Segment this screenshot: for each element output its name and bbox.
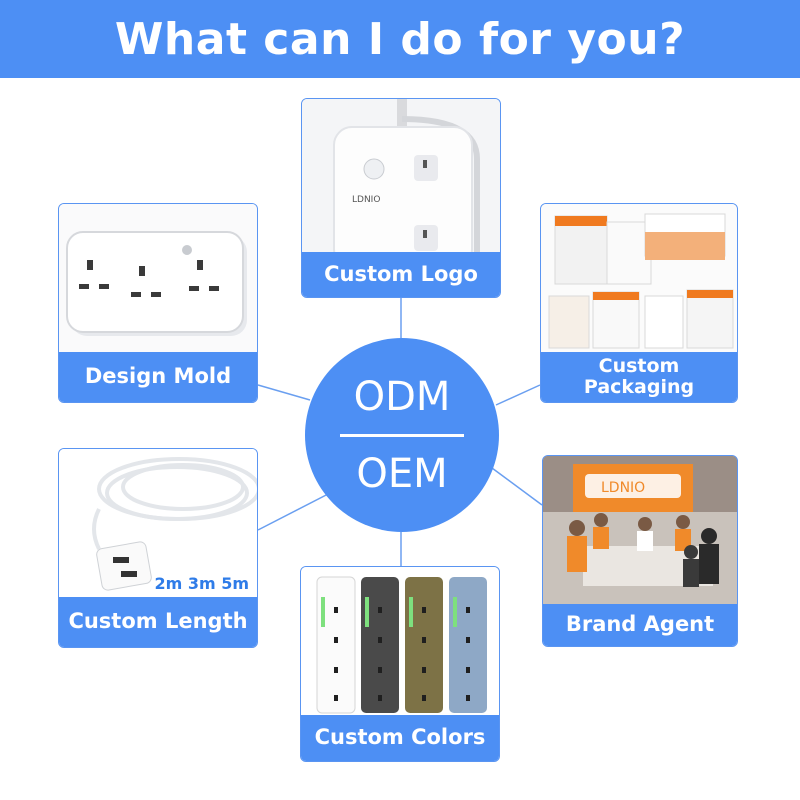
power-strip-image: LDNIO [302, 99, 500, 254]
store-sign-text: LDNIO [601, 480, 645, 496]
custom-length-label: Custom Length [59, 597, 257, 647]
card-custom-colors[interactable]: Custom Colors [300, 566, 500, 762]
card-custom-logo[interactable]: LDNIO Custom Logo [301, 98, 501, 298]
cable-image: 2m 3m 5m [59, 449, 257, 599]
custom-logo-label: Custom Logo [302, 252, 500, 297]
card-custom-packaging[interactable]: Custom Packaging [540, 203, 738, 403]
packaging-image [541, 204, 737, 354]
card-design-mold[interactable]: Design Mold [58, 203, 258, 403]
custom-packaging-label: Custom Packaging [541, 352, 737, 402]
odm-oem-circle: ODM OEM [305, 338, 499, 532]
color-strips-image [301, 567, 499, 717]
length-options: 2m 3m 5m [154, 574, 249, 593]
card-brand-agent[interactable]: LDNIO Brand Agent [542, 455, 738, 647]
card-custom-length[interactable]: 2m 3m 5m Custom Length [58, 448, 258, 648]
design-mold-label: Design Mold [59, 352, 257, 402]
page-title: What can I do for you? [114, 13, 686, 65]
title-banner: What can I do for you? [0, 0, 800, 78]
odm-text: ODM [353, 373, 451, 420]
brand-agent-label: Brand Agent [543, 604, 737, 646]
brand-logo-text: LDNIO [352, 195, 380, 205]
center-divider [340, 433, 464, 437]
oem-text: OEM [356, 450, 448, 497]
store-photo: LDNIO [543, 456, 737, 606]
custom-colors-label: Custom Colors [301, 715, 499, 761]
adapter-image [59, 204, 257, 354]
